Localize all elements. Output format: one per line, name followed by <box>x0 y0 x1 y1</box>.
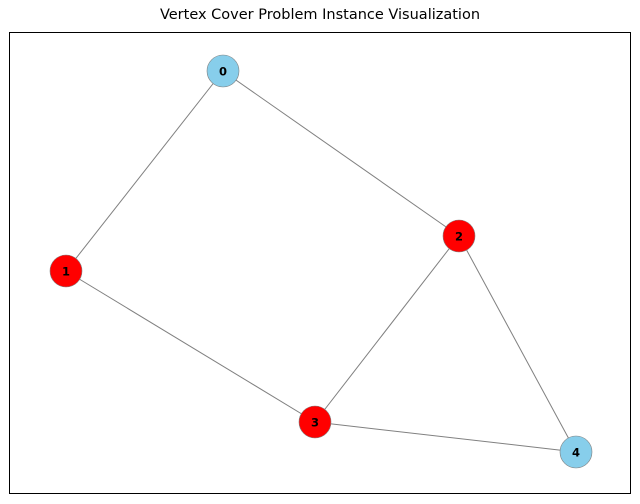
graph-node-2[interactable]: 2 <box>442 219 476 253</box>
edge-layer <box>65 70 577 453</box>
graph-node-circle-1[interactable] <box>49 254 83 288</box>
graph-edge-0-2 <box>222 70 460 237</box>
graph-edge-2-3 <box>314 235 460 423</box>
graph-node-1[interactable]: 1 <box>49 254 83 288</box>
graph-node-0[interactable]: 0 <box>206 54 240 88</box>
graph-node-circle-2[interactable] <box>442 219 476 253</box>
graph-edge-2-4 <box>458 235 577 453</box>
graph-edge-0-1 <box>65 70 224 272</box>
graph-node-circle-3[interactable] <box>298 405 332 439</box>
graph-edge-1-3 <box>65 270 316 423</box>
graph-node-circle-4[interactable] <box>559 435 593 469</box>
graph-edge-3-4 <box>314 421 577 453</box>
graph-node-circle-0[interactable] <box>206 54 240 88</box>
graph-node-4[interactable]: 4 <box>559 435 593 469</box>
graph-node-3[interactable]: 3 <box>298 405 332 439</box>
page-title: Vertex Cover Problem Instance Visualizat… <box>159 7 481 23</box>
